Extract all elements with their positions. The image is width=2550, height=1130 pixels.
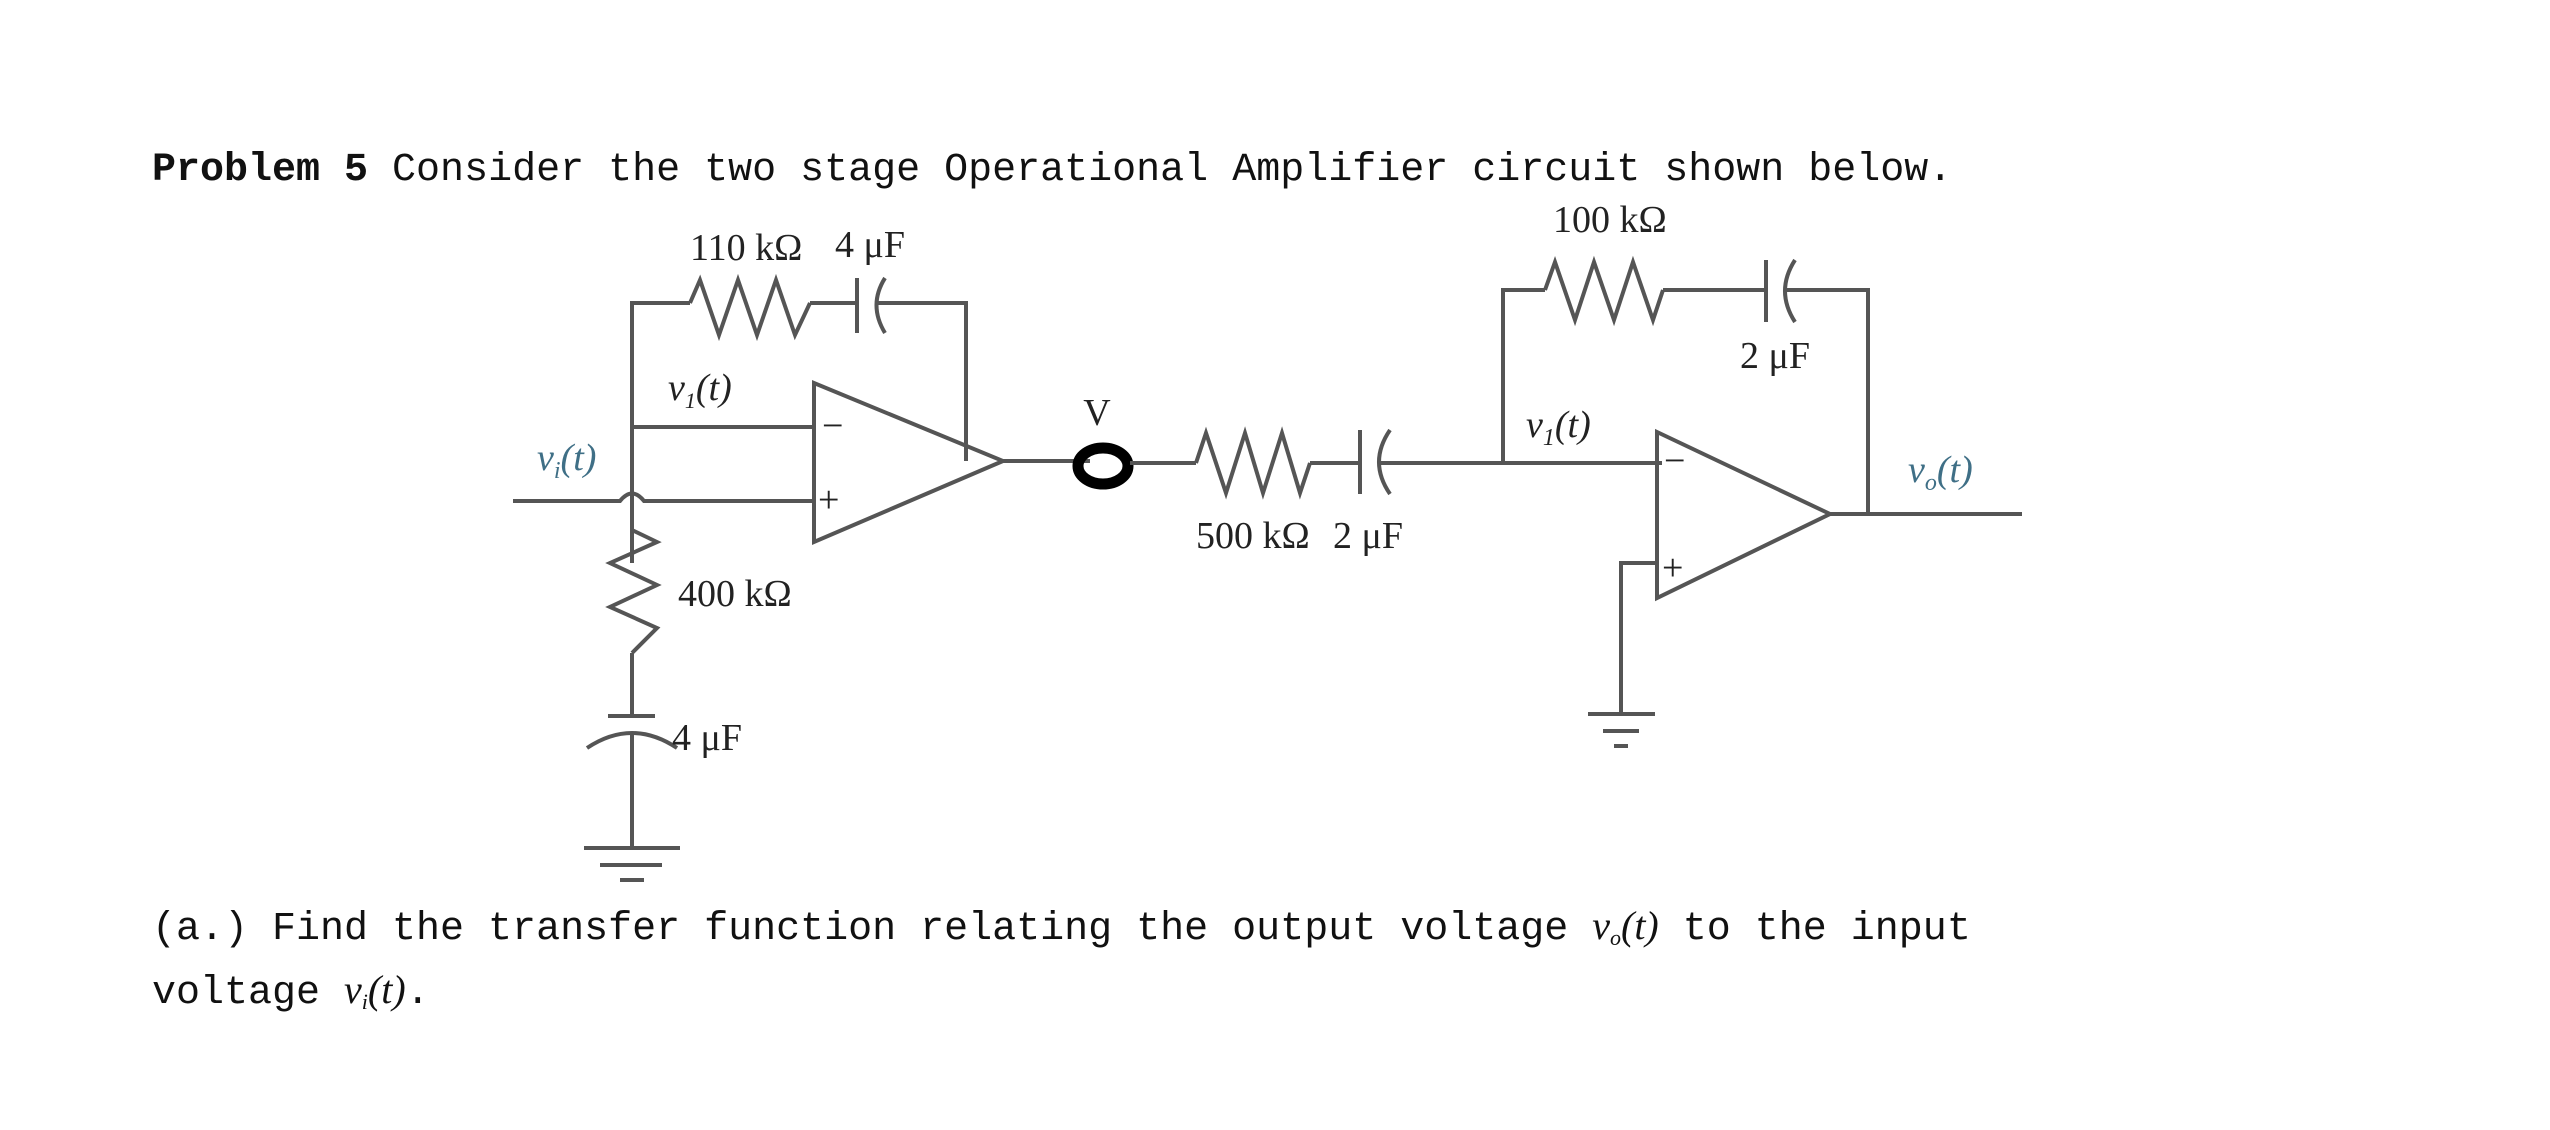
stage1-v1-label: v1(t)	[668, 367, 732, 413]
question-text-1: (a.) Find the transfer function relating…	[152, 907, 1593, 952]
stage2-v1-label: v1(t)	[1526, 404, 1591, 451]
stage2-feedback-resistor-label: 100 kΩ	[1553, 199, 1667, 241]
input-voltage-label: vi(t)	[537, 437, 596, 484]
stage1-feedback-resistor	[688, 273, 812, 342]
problem-number: Problem 5	[152, 148, 369, 193]
voltage-probe[interactable]	[1072, 442, 1134, 490]
question-text-4: .	[405, 971, 430, 1016]
question-part-a: (a.) Find the transfer function relating…	[152, 900, 1971, 1028]
stage2-feedback-loop	[1501, 255, 1870, 514]
coupling-capacitor	[1358, 428, 1392, 496]
problem-heading: Problem 5 Consider the two stage Operati…	[152, 148, 1952, 193]
probe-label: V	[1083, 392, 1111, 434]
stage2-plus-sign: +	[1662, 547, 1683, 589]
coupling-capacitor-label: 2 μF	[1333, 515, 1403, 557]
input-wire	[513, 491, 814, 503]
stage2-feedback-capacitor	[1764, 258, 1797, 324]
ground-symbol-2	[1588, 712, 1655, 748]
stage2-feedback-capacitor-label: 2 μF	[1740, 335, 1810, 377]
coupling-resistor	[1194, 426, 1312, 500]
question-text-3: voltage	[152, 971, 345, 1016]
opamp-2: − +	[1655, 428, 1835, 602]
ground-symbol-1	[584, 846, 680, 882]
stage2-minus-sign: −	[1664, 440, 1685, 482]
coupling-resistor-label: 500 kΩ	[1196, 515, 1310, 557]
ground-branch-resistor	[605, 528, 662, 655]
stage1-plus-sign: +	[818, 479, 839, 521]
question-text-2: to the input	[1658, 907, 1971, 952]
stage1-feedback-loop	[630, 273, 968, 563]
ground-branch-capacitor-label: 4 μF	[672, 717, 742, 759]
ground-branch-resistor-label: 400 kΩ	[678, 573, 792, 615]
stage1-minus-sign: −	[822, 405, 843, 447]
vi-symbol: vi(t)	[344, 967, 406, 1014]
stage2-feedback-resistor	[1543, 255, 1665, 327]
opamp-1: − +	[812, 380, 1009, 546]
output-voltage-label: vo(t)	[1908, 449, 1973, 496]
stage1-feedback-capacitor	[855, 276, 887, 335]
vo-symbol: vo(t)	[1592, 903, 1659, 950]
stage1-feedback-capacitor-label: 4 μF	[835, 224, 905, 266]
stage1-feedback-resistor-label: 110 kΩ	[690, 227, 802, 269]
problem-statement: Consider the two stage Operational Ampli…	[368, 148, 1953, 193]
